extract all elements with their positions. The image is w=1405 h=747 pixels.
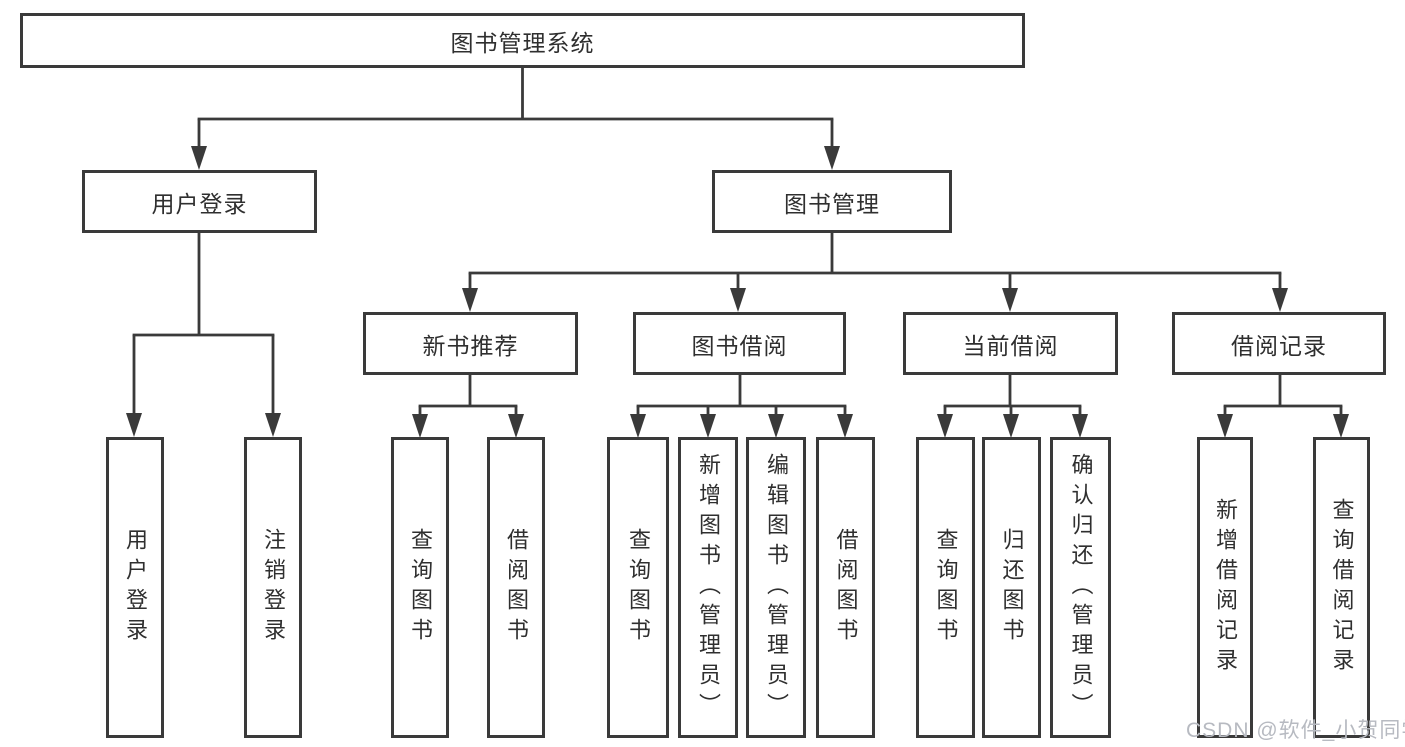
leaf-query-borrow-record: 查询借阅记录 xyxy=(1313,437,1370,738)
leaf-edit-books-admin: 编辑图书（管理员） xyxy=(746,437,806,738)
leaf-add-borrow-record-label: 新增借阅记录 xyxy=(1213,497,1238,678)
connector-book-management xyxy=(462,233,1288,312)
node-current-borrow: 当前借阅 xyxy=(903,312,1118,375)
connector-new-book-recommend xyxy=(412,375,524,438)
leaf-return-books: 归还图书 xyxy=(982,437,1041,738)
leaf-confirm-return-admin-label: 确认归还（管理员） xyxy=(1068,452,1094,723)
leaf-add-books-admin-label: 新增图书（管理员） xyxy=(696,452,721,723)
leaf-newbook-query-books: 查询图书 xyxy=(391,437,449,738)
node-book-management-label: 图书管理 xyxy=(784,190,880,217)
connector-book-borrow xyxy=(630,375,853,438)
node-root: 图书管理系统 xyxy=(20,13,1025,68)
leaf-current-query-books: 查询图书 xyxy=(916,437,975,738)
connector-user-login xyxy=(126,233,281,437)
node-book-borrow-label: 图书借阅 xyxy=(691,332,788,359)
leaf-confirm-return-admin: 确认归还（管理员） xyxy=(1050,437,1111,738)
leaf-newbook-borrow-books: 借阅图书 xyxy=(487,437,545,738)
node-new-book-recommend-label: 新书推荐 xyxy=(422,332,519,359)
leaf-add-books-admin: 新增图书（管理员） xyxy=(678,437,738,738)
node-borrow-records: 借阅记录 xyxy=(1172,312,1386,375)
node-user-login-label: 用户登录 xyxy=(151,190,248,217)
connector-current-borrow xyxy=(937,375,1088,438)
leaf-return-books-label: 归还图书 xyxy=(999,527,1025,648)
node-book-borrow: 图书借阅 xyxy=(633,312,846,375)
node-new-book-recommend: 新书推荐 xyxy=(363,312,578,375)
leaf-borrow-query-books: 查询图书 xyxy=(607,437,669,738)
leaf-logout-label: 注销登录 xyxy=(261,527,286,648)
node-root-label: 图书管理系统 xyxy=(450,29,595,56)
node-user-login: 用户登录 xyxy=(82,170,317,233)
leaf-add-borrow-record: 新增借阅记录 xyxy=(1197,437,1253,738)
leaf-edit-books-admin-label: 编辑图书（管理员） xyxy=(764,452,789,723)
connector-root xyxy=(191,68,840,170)
leaf-borrow-borrow-books-label: 借阅图书 xyxy=(833,527,859,648)
node-book-management: 图书管理 xyxy=(712,170,952,233)
connector-borrow-records xyxy=(1217,375,1349,438)
node-current-borrow-label: 当前借阅 xyxy=(962,332,1059,359)
leaf-user-login: 用户登录 xyxy=(106,437,164,738)
leaf-current-query-books-label: 查询图书 xyxy=(933,527,959,648)
leaf-query-borrow-record-label: 查询借阅记录 xyxy=(1329,497,1355,678)
csdn-watermark: CSDN @软件_小贺同学 xyxy=(1186,719,1405,742)
leaf-logout: 注销登录 xyxy=(244,437,302,738)
leaf-borrow-borrow-books: 借阅图书 xyxy=(816,437,875,738)
node-borrow-records-label: 借阅记录 xyxy=(1231,332,1327,359)
leaf-borrow-query-books-label: 查询图书 xyxy=(626,527,651,648)
leaf-newbook-borrow-books-label: 借阅图书 xyxy=(504,527,529,648)
leaf-newbook-query-books-label: 查询图书 xyxy=(408,527,433,648)
leaf-user-login-label: 用户登录 xyxy=(123,527,148,648)
